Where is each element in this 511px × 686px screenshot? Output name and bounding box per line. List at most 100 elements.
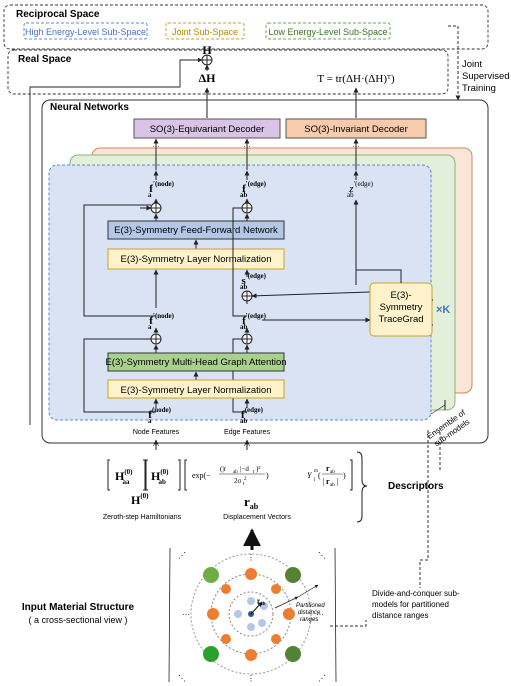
f-node-output: f′(node)a [148, 180, 175, 199]
outputs: H ΔH T = tr(ΔH·(ΔH)ᵀ) [29, 43, 395, 425]
svg-text:)²: )² [256, 465, 260, 473]
svg-text:2: 2 [244, 477, 247, 482]
layer-norm-top-label: E(3)-Symmetry Layer Normalization [121, 254, 272, 265]
sum-node-lower [150, 333, 162, 345]
equivariant-decoder-label: SO(3)-Equivariant Decoder [150, 124, 265, 135]
svg-text:Partitioned: Partitioned [296, 603, 325, 609]
joint-training-label: Joint Supervised Training [448, 25, 510, 101]
svg-text:ab: ab [330, 483, 335, 488]
svg-text:⋱: ⋱ [318, 551, 326, 560]
svg-text:···: ··· [316, 610, 324, 619]
zeroth-step-caption: Zeroth-step Hamiltonians [103, 514, 182, 521]
rab-label: rab [244, 494, 259, 511]
atom-green [285, 646, 301, 662]
f-node-input: f(node)a [148, 406, 172, 425]
svg-text:distance ranges: distance ranges [372, 611, 428, 620]
real-space-box: Real Space [7, 49, 449, 95]
sum-edge-middle [241, 290, 253, 302]
real-space-title: Real Space [18, 54, 72, 65]
sum-edge-lower [241, 333, 253, 345]
f-edge-output: f′(edge)ab [240, 180, 267, 199]
high-energy-subspace-label: High Energy-Level Sub-Space [25, 27, 146, 37]
svg-text:(|r: (|r [220, 465, 227, 473]
svg-text:···: ··· [182, 610, 190, 619]
svg-text:···: ··· [244, 143, 251, 151]
reciprocal-space-box: Reciprocal Space High Energy-Level Sub-S… [3, 4, 489, 50]
svg-text:ab: ab [233, 470, 238, 475]
svg-text:2σ: 2σ [234, 477, 242, 485]
z-edge-output: z′(edge)ab [347, 180, 374, 199]
sum-node-upper [150, 202, 162, 214]
rab-arrow-label: rab [257, 597, 266, 607]
joint-subspace-label: Joint Sub-Space [172, 27, 238, 37]
edge-features-caption: Edge Features [224, 429, 270, 436]
atom-green [285, 567, 301, 583]
f-edge-input: f(edge)ab [240, 406, 264, 425]
atom-green [203, 646, 219, 662]
s-edge-feature: s′(edge)ab [240, 272, 267, 291]
invariant-decoder-box [285, 118, 427, 139]
atom-blue [234, 610, 242, 618]
svg-text:···: ··· [153, 143, 160, 151]
svg-text:···: ··· [244, 442, 251, 450]
svg-text:t: t [243, 482, 245, 487]
descriptors-region: H(0)aa H(0)ab exp(− (|r ab |−d t )² 2σ t… [103, 451, 444, 523]
svg-text:⋱: ⋱ [178, 674, 186, 683]
atom-green [203, 567, 219, 583]
divide-conquer-note: Divide-and-conquer sub- models for parti… [330, 430, 460, 627]
delta-h-label: ΔH [199, 71, 217, 85]
f-edge-middle: f′(edge)ab [240, 312, 267, 331]
descriptors-title: Descriptors [388, 481, 444, 492]
svg-text:···: ··· [353, 143, 360, 151]
atom-orange [283, 608, 295, 620]
svg-text:E(3)-: E(3)- [390, 290, 411, 301]
svg-text:|−d: |−d [240, 465, 249, 473]
svg-text:models for partitioned: models for partitioned [372, 600, 449, 609]
atom-orange [245, 649, 257, 661]
invariant-decoder-label: SO(3)-Invariant Decoder [304, 124, 407, 135]
input-structure: Input Material Structure ( a cross-secti… [22, 547, 337, 683]
repeat-k-label: ×K [436, 304, 450, 316]
svg-text:r: r [326, 477, 330, 486]
ffn-block [107, 220, 285, 240]
attention-label: E(3)-Symmetry Multi-Head Graph Attention [105, 357, 286, 368]
svg-text:Joint: Joint [462, 59, 482, 70]
svg-text:r: r [326, 464, 330, 473]
hab-label: H(0)ab [151, 468, 169, 486]
svg-text:l: l [314, 478, 316, 483]
atom-orange [271, 634, 281, 644]
displacement-caption: Displacement Vectors [223, 514, 291, 521]
atom-orange [207, 608, 219, 620]
svg-text:|: | [337, 477, 339, 486]
node-features-caption: Node Features [133, 429, 180, 436]
low-energy-subspace-label: Low Energy-Level Sub-Space [268, 27, 387, 37]
input-title: Input Material Structure [22, 602, 135, 613]
svg-text:⋮: ⋮ [247, 674, 255, 683]
haa-label: H(0)aa [115, 468, 133, 486]
reciprocal-space-title: Reciprocal Space [16, 9, 100, 20]
svg-text:···: ··· [153, 442, 160, 450]
layer-norm-bottom [107, 379, 285, 399]
svg-text:ab: ab [330, 470, 335, 475]
neural-networks-box [41, 99, 489, 444]
svg-text:Divide-and-conquer sub-: Divide-and-conquer sub- [372, 589, 460, 598]
svg-text:TraceGrad: TraceGrad [378, 314, 423, 325]
atom-blue [247, 623, 255, 631]
atom-orange [221, 584, 231, 594]
f-node-middle: f′(node)a [148, 312, 175, 331]
h-output-label: H [202, 43, 212, 57]
svg-text:Training: Training [462, 83, 496, 94]
attention-block [107, 352, 285, 372]
input-subtitle: ( a cross-sectional view ) [28, 615, 127, 625]
svg-text:(: ( [318, 471, 321, 480]
svg-text:⋰: ⋰ [178, 551, 186, 560]
svg-text:Supervised: Supervised [462, 71, 510, 82]
ffn-label: E(3)-Symmetry Feed-Forward Network [114, 225, 278, 236]
atom-blue [247, 597, 255, 605]
layer-norm-top [107, 248, 285, 270]
atom-orange [221, 634, 231, 644]
svg-text:|: | [323, 477, 325, 486]
svg-text:): ) [343, 471, 346, 480]
svg-text:distance: distance [298, 610, 321, 616]
